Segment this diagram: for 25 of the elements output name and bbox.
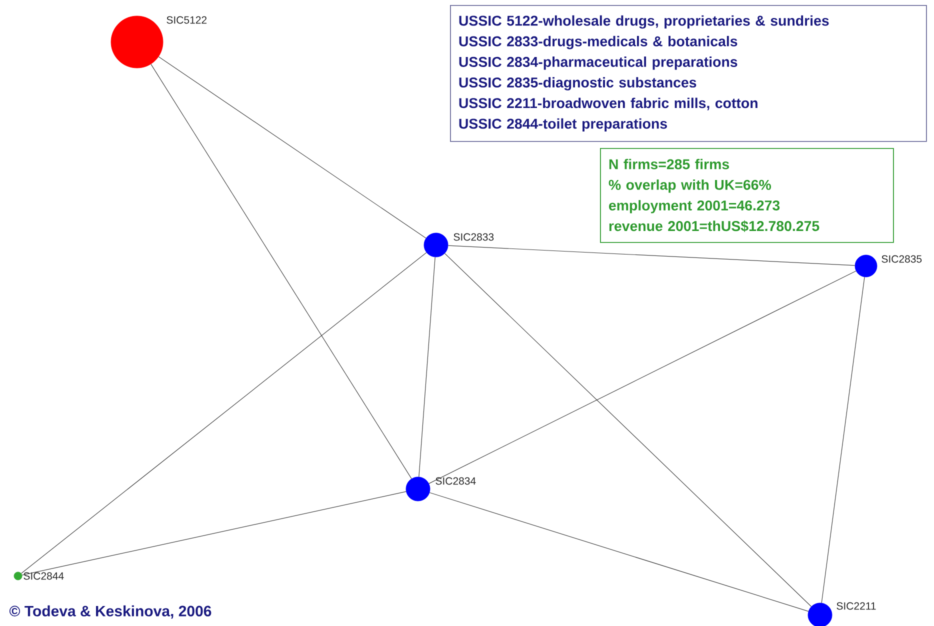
network-link [448, 245, 856, 266]
network-node [110, 16, 164, 68]
network-link [428, 270, 856, 484]
copyright-note: © Todeva & Keskinova, 2006 [9, 605, 212, 619]
node-label: SIC2833 [454, 233, 494, 241]
network-link [21, 252, 427, 574]
text-box: USSIC 5122-wholesale drugs, proprietaries & sundries USSIC 2833-drugs-medicals & botanicals USSIC 2834-pharmaceutical preparations USSIC 2835-diagnostic substances USSIC 2211-broadwoven fabric mills, cotton USSIC 2844-toilet preparations [450, 5, 927, 142]
network-node [14, 572, 22, 580]
network-link [821, 276, 865, 604]
node-label: SIC2834 [436, 477, 476, 485]
network-link [429, 492, 809, 612]
network-node [406, 476, 430, 502]
node-label: SIC5122 [166, 16, 207, 24]
network-node [424, 232, 448, 258]
text-box: N firms=285 firms % overlap with UK=66% employment 2001=46.273 revenue 2001=thUS$12.780.275 [600, 148, 894, 243]
network-link [158, 56, 426, 238]
network-node [854, 254, 878, 278]
node-label: SIC2835 [882, 255, 922, 263]
network-link [418, 256, 436, 478]
network-link [22, 491, 406, 576]
network-link [150, 64, 412, 479]
network-node [808, 602, 832, 626]
network-link [444, 253, 812, 607]
node-label: SIC2844 [24, 572, 64, 580]
node-label: SIC2211 [836, 602, 876, 610]
